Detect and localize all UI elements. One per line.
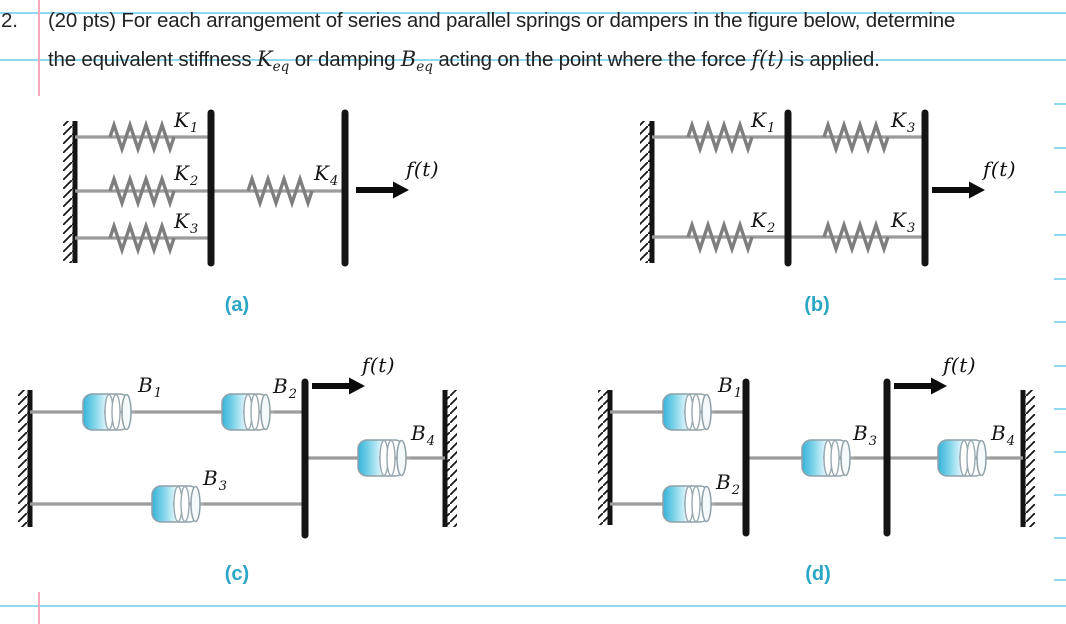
figure-c: B1 B2 B3 B4 f(t) (c) [18, 353, 457, 585]
spring-label-k1: K1 [750, 108, 775, 136]
fixed-wall-icon [640, 121, 655, 263]
ruled-line [0, 59, 1066, 61]
spring-icon-k3-bottom [822, 223, 890, 251]
force-arrow [312, 378, 365, 395]
ruled-line [0, 12, 1066, 14]
spring-icon-k1 [108, 123, 176, 151]
math-Beq: B [400, 47, 417, 71]
force-label: f(t) [941, 353, 976, 377]
force-label: f(t) [404, 157, 439, 181]
figure-image: K1 K2 K3 K4 f(t) (a) K1 K3 [0, 96, 1054, 592]
spring-label-k3: K3 [173, 209, 198, 237]
force-arrow [932, 182, 985, 199]
force-label: f(t) [981, 157, 1016, 181]
fixed-wall-icon [598, 390, 613, 525]
damper-icon-b2 [661, 484, 717, 524]
force-arrow [356, 182, 409, 199]
damper-label-b2: B2 [272, 374, 297, 402]
spring-icon-k2 [108, 177, 176, 205]
damper-icon-b1 [81, 392, 137, 432]
fixed-wall-icon [63, 121, 78, 263]
damper-label-b4: B4 [990, 421, 1015, 449]
math-ft: f(t) [751, 47, 784, 71]
figure-caption-d: (d) [805, 563, 831, 585]
damper-label-b4: B4 [410, 421, 435, 449]
damper-label-b3: B3 [852, 421, 877, 449]
damper-label-b1: B1 [717, 373, 742, 401]
spring-label-k3-top: K3 [890, 108, 915, 136]
math-Keq: K [256, 47, 273, 71]
figure-caption-a: (a) [225, 294, 249, 316]
figure-d: B1 B2 B3 B4 f(t) (d) [598, 353, 1035, 585]
figure-caption-c: (c) [225, 563, 249, 585]
damper-icon-b3 [150, 484, 206, 524]
force-arrow [894, 378, 947, 395]
figure-a: K1 K2 K3 K4 f(t) (a) [63, 108, 439, 316]
damper-icon-b3 [800, 438, 856, 478]
damper-icon-b4 [356, 438, 412, 478]
figure-b: K1 K3 K2 K3 f(t) (b) [640, 108, 1016, 316]
damper-icon-b1 [661, 392, 717, 432]
damper-icon-b2 [220, 392, 276, 432]
damper-label-b1: B1 [137, 373, 162, 401]
force-label: f(t) [360, 353, 395, 377]
spring-icon-k1 [686, 123, 754, 151]
spring-label-k2: K2 [750, 208, 775, 236]
damper-icon-b4 [936, 438, 992, 478]
fixed-wall-icon [18, 390, 33, 527]
damper-label-b2: B2 [715, 470, 740, 498]
fixed-wall-icon [1020, 390, 1035, 527]
spring-icon-k3 [108, 224, 176, 252]
spring-icon-k2 [686, 223, 754, 251]
damper-label-b3: B3 [202, 466, 227, 494]
problem-number: 2. [1, 9, 18, 32]
spring-icon-k3-top [822, 123, 890, 151]
spring-label-k3-bottom: K3 [890, 208, 915, 236]
figure-caption-b: (b) [804, 294, 830, 316]
spring-icon-k4 [246, 177, 314, 205]
fixed-wall-icon [442, 390, 457, 527]
ruled-line [0, 605, 1066, 607]
spring-label-k4: K4 [313, 161, 338, 189]
spring-label-k2: K2 [173, 161, 198, 189]
problem-statement-line2: the equivalent stiffness Keq or damping … [48, 47, 880, 75]
problem-statement-line1: (20 pts) For each arrangement of series … [48, 9, 956, 32]
spring-label-k1: K1 [173, 108, 198, 136]
